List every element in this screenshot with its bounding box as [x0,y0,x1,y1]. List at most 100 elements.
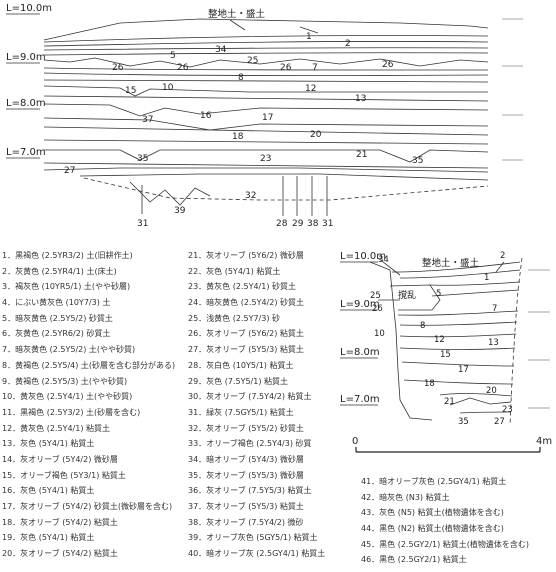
main-level-label: L=9.0m [6,52,46,63]
layer-number: 26 [177,63,189,73]
main-layer-line [43,72,489,76]
layer-number: 26 [382,60,394,70]
legend-item: 45．黒色 (2.5GY2/1) 粘質土(植物遺体を含む) [361,539,530,549]
main-layer-line [43,139,489,145]
legend-item: 25．浅黄色 (2.5Y7/3) 砂 [188,313,280,323]
side-level-label: L=9.0m [340,299,380,310]
main-layer-line [43,79,489,83]
layer-number: 8 [420,321,425,331]
side-level-label: L=8.0m [340,347,380,358]
layer-number: 7 [312,63,318,73]
legend-item: 41．暗オリーブ灰色 (2.5GY4/1) 粘質土 [361,477,507,486]
layer-number: 28 [276,219,288,229]
layer-number: 21 [356,150,367,160]
scale-bar [355,447,541,453]
main-layer-line [43,47,489,51]
legend-item: 8．黄褐色 (2.5Y5/4) 土(砂層を含む部分がある) [2,360,176,370]
legend-item: 6．灰黄色 (2.5YR6/2) 砂質土 [2,329,111,339]
main-level-label: L=7.0m [6,147,46,158]
scale-bar-end: 4m [536,436,552,447]
layer-number: 17 [262,113,273,123]
layer-number: 23 [260,154,271,164]
legend-item: 7．暗灰黄色 (2.5Y5/2) 土(やや砂質) [2,345,136,355]
legend-column-3: 41．暗オリーブ灰色 (2.5GY4/1) 粘質土 42．暗灰色 (N3) 粘質… [361,474,529,568]
legend-item: 24．暗灰黄色 (2.5Y4/2) 砂質土 [188,298,304,308]
main-layer-line [43,57,489,68]
legend-item: 43．灰色 (N5) 粘質土(植物遺体を含む) [361,508,504,518]
layer-number: 26 [372,304,383,314]
side-disturbed-area [389,284,441,311]
main-layer-line [43,167,489,173]
legend-item: 36．灰オリーブ (7.5Y5/3) 粘質土 [188,486,312,496]
layer-number: 20 [486,386,497,396]
main-level-label: L=8.0m [6,98,46,109]
layer-number: 34 [215,45,227,55]
main-layer-line [43,67,489,71]
main-layer-line [43,35,489,43]
main-layer-line [83,177,489,201]
legend-item: 42．暗灰色 (N3) 粘質土 [361,492,450,502]
legend-item: 28．灰白色 (10Y5/1) 粘質土 [188,360,294,370]
main-layer-line [79,173,489,181]
side-layer-line [449,397,512,406]
legend-item: 22．灰色 (5Y4/1) 粘質土 [188,266,281,276]
legend-item: 30．灰オリーブ (7.5Y4/2) 粘質土 [188,392,312,402]
legend-item: 27．灰オリーブ (5Y5/3) 粘質土 [188,345,304,355]
legend-item: 3．褐灰色 (10YR5/1) 土(やや砂層) [2,282,131,292]
legend-item: 32．灰オリーブ (5Y5/2) 砂質土 [188,423,304,433]
layer-number: 31 [322,219,333,229]
main-layer-line [43,162,489,169]
layer-number: 10 [162,83,174,93]
side-right-wall [509,257,523,426]
layer-number: 18 [424,379,435,389]
layer-number: 35 [458,417,469,427]
legend-item: 17．灰オリーブ (5Y4/2) 砂質土(微砂層を含む) [2,502,173,511]
layer-number: 23 [502,405,513,415]
scale-bar-start: 0 [352,436,358,447]
legend-item: 35．灰オリーブ (5Y5/3) 微砂層 [188,470,304,480]
legend-column-1: 1．黒褐色 (2.5YR3/2) 土(旧耕作土) 2．灰黄色 (2.5YR4/1… [2,248,175,562]
side-left-wall [369,261,433,421]
layer-number: 39 [174,206,186,216]
layer-number: 16 [200,111,212,121]
legend-item: 18．灰オリーブ (5Y4/2) 粘質土 [2,517,118,527]
layer-number: 5 [436,289,441,299]
legend-item: 11．黒褐色 (2.5Y3/2) 土(砂層を含む) [2,407,141,417]
layer-number: 2 [345,39,351,49]
legend-item: 4．にぶい黄灰色 (10Y7/3) 土 [2,298,111,308]
layer-number: 34 [378,255,389,265]
layer-number: 15 [125,86,136,96]
main-right-ticks [502,18,523,161]
layer-number: 26 [280,63,292,73]
legend-item: 2．灰黄色 (2.5YR4/1) 土(床土) [2,266,117,276]
side-layer-line [429,281,521,286]
side-layer-line [399,321,518,326]
legend-item: 20．灰オリーブ (5Y4/2) 粘質土 [2,549,118,559]
layer-number: 27 [494,417,505,427]
side-level-label: L=10.0m [340,251,386,262]
layer-number: 27 [64,166,75,176]
layer-number: 25 [370,291,381,301]
side-leader-line [495,261,505,273]
side-layer-line [439,393,513,397]
main-layer-line [44,149,489,163]
side-layer-line [401,361,515,367]
legend-item: 10．黄灰色 (2.5Y4/1) 土(やや砂質) [2,392,133,402]
layer-number: 2 [500,251,505,261]
side-layer-line [459,411,512,414]
layer-number: 5 [170,51,176,61]
layer-number: 25 [247,56,258,66]
main-level-markers [6,13,40,159]
side-section-title: 整地土・盛土 [422,257,480,269]
layer-number: 18 [232,132,244,142]
layer-number: 38 [307,219,319,229]
legend-item: 1．黒褐色 (2.5YR3/2) 土(旧耕作土) [2,251,133,260]
layer-number: 37 [142,115,153,125]
legend-item: 37．灰オリーブ (5Y5/3) 粘質土 [188,502,304,511]
side-layer-line [399,333,517,338]
layer-number: 32 [245,191,256,201]
side-layer-line [399,269,521,279]
layer-number: 7 [492,304,497,314]
layer-number: 15 [440,350,451,360]
legend-item: 40．暗オリーブ灰 (2.5GY4/1) 粘質土 [188,549,326,559]
